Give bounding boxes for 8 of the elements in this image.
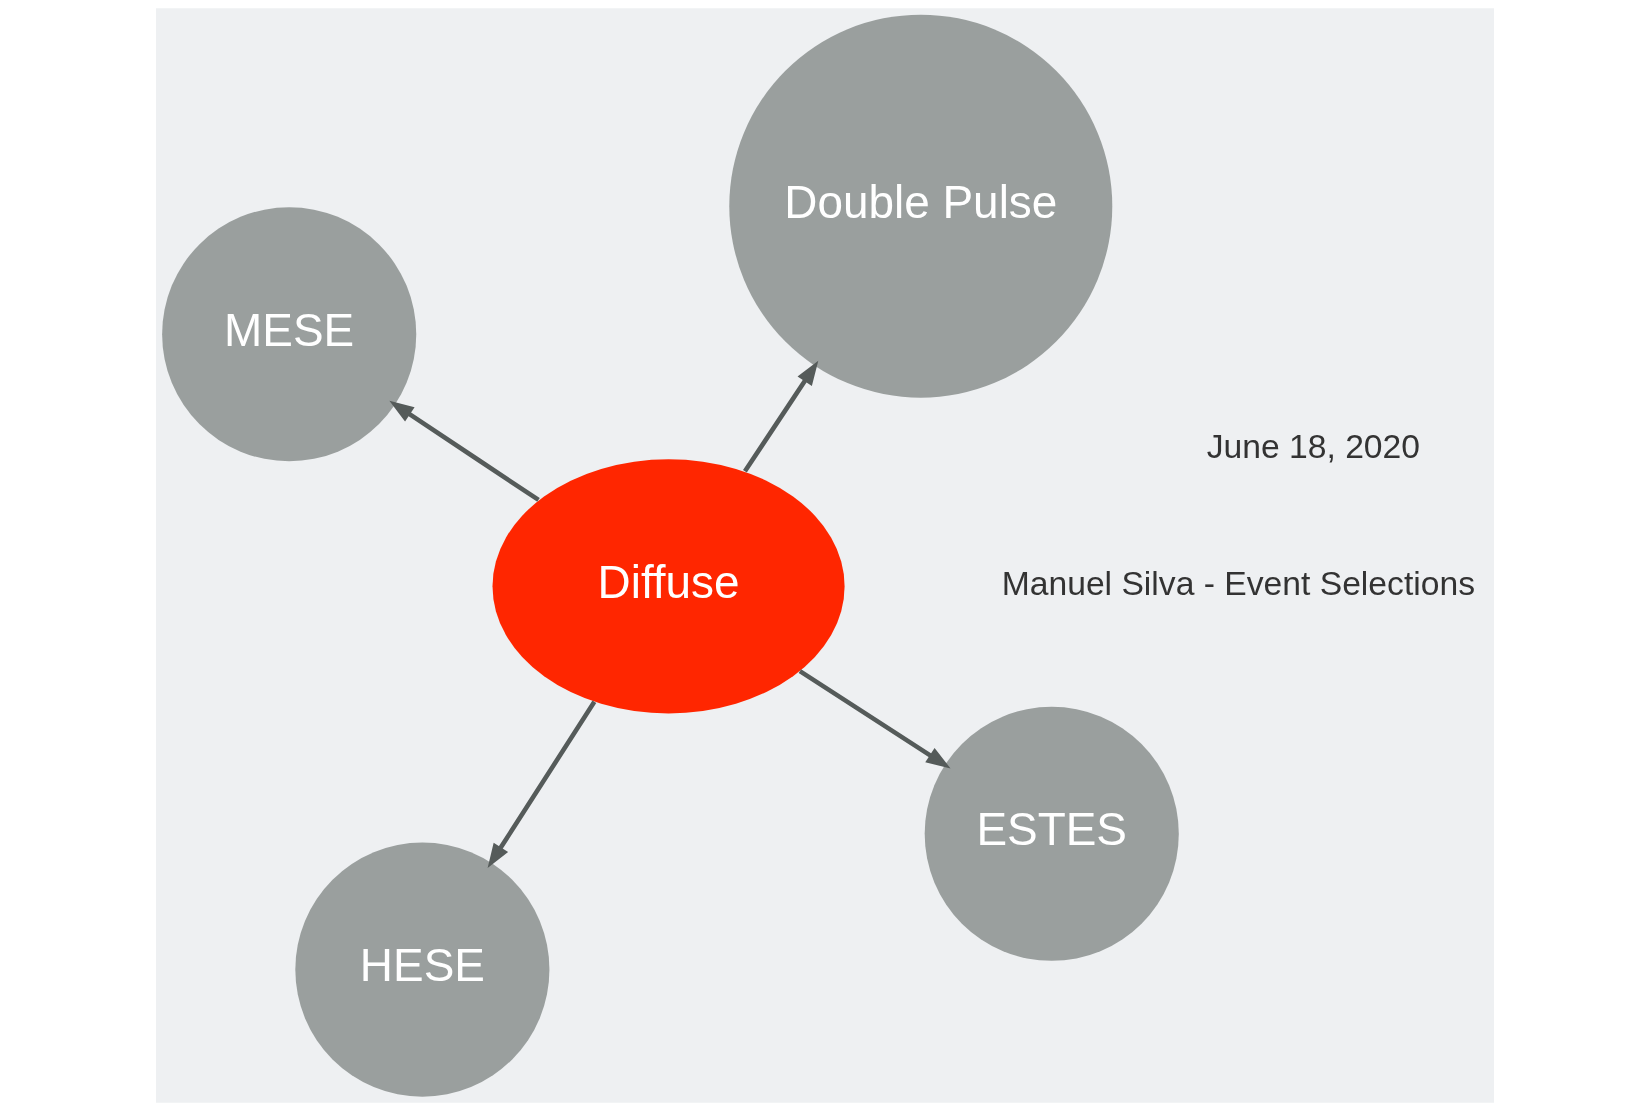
- label: June 18, 2020: [1206, 427, 1421, 465]
- node-ellipse: Diffuse: [492, 459, 845, 714]
- arrow: [389, 400, 540, 502]
- arrow: [743, 360, 819, 473]
- node-circle: Double Pulse: [729, 14, 1113, 398]
- label: Manuel Silva - Event Selections: [1001, 565, 1475, 603]
- arrow: [798, 669, 951, 769]
- arrow: [487, 700, 597, 868]
